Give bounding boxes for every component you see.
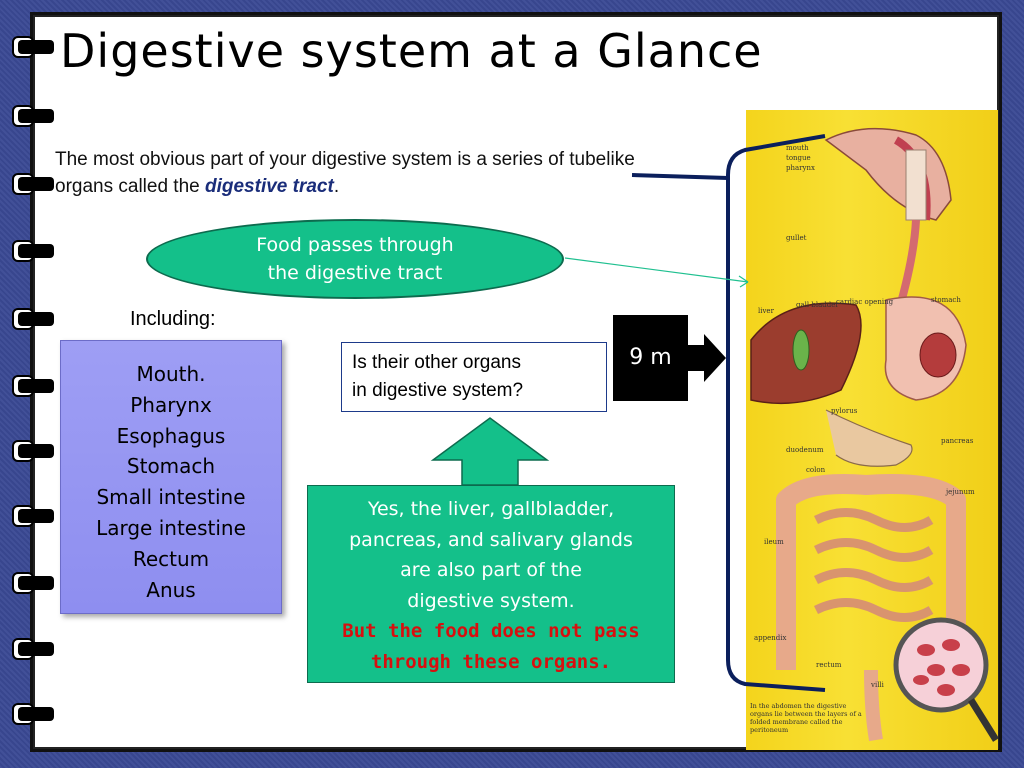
anatomy-labels: mouth tongue pharynx gullet liver gall b… xyxy=(754,144,975,689)
question-line-1: Is their other organs xyxy=(352,352,521,373)
binder-ring xyxy=(12,240,54,262)
including-label: Including: xyxy=(130,308,216,330)
anatomy-label: jejunum xyxy=(945,488,975,496)
villi xyxy=(913,639,970,696)
anatomy-label: stomach xyxy=(931,296,961,304)
binder-ring xyxy=(12,105,54,127)
intro-emphasis: digestive tract xyxy=(205,176,334,197)
magnifier-handle xyxy=(968,698,998,742)
question-line-2: in digestive system? xyxy=(352,380,524,401)
answer-warning-line-2: through these organs. xyxy=(370,650,612,673)
stomach-lining xyxy=(919,332,957,378)
anatomy-label: rectum xyxy=(816,661,842,669)
slide-title: Digestive system at a Glance xyxy=(60,24,763,78)
rectum xyxy=(864,669,883,742)
intro-text: The most obvious part of your digestive … xyxy=(55,146,655,200)
large-intestine xyxy=(776,474,966,670)
anatomy-label: liver xyxy=(758,307,775,315)
anatomy-caption: In the abdomen the digestive organs lie … xyxy=(750,702,862,734)
binder-ring xyxy=(12,505,54,527)
digestive-anatomy-illustration: mouth tongue pharynx gullet liver gall b… xyxy=(746,110,998,750)
anatomy-label: duodenum xyxy=(786,446,824,454)
oval-line-2: the digestive tract xyxy=(267,262,443,284)
length-badge: 9 m xyxy=(613,315,688,401)
answer-up-arrow xyxy=(430,417,550,486)
gallbladder xyxy=(792,329,810,371)
anatomy-label: pylorus xyxy=(831,407,858,415)
binder-ring xyxy=(12,572,54,594)
organ-item: Small intestine xyxy=(96,485,246,510)
anatomy-label: pharynx xyxy=(786,164,815,172)
length-arrow xyxy=(688,334,726,382)
answer-warning-line-1: But the food does not pass xyxy=(342,620,640,643)
anatomy-label: tongue xyxy=(786,154,811,162)
anatomy-caption-wrap: In the abdomen the digestive organs lie … xyxy=(750,702,862,734)
organ-item: Large intestine xyxy=(96,515,246,540)
answer-box: Yes, the liver, gallbladder, pancreas, a… xyxy=(307,485,675,683)
oval-line-1: Food passes through xyxy=(256,234,454,256)
small-intestine xyxy=(813,508,934,622)
anatomy-label: villi xyxy=(870,681,885,689)
anatomy-drawing: mouth tongue pharynx gullet liver gall b… xyxy=(750,127,998,742)
organ-item: Rectum xyxy=(132,546,210,571)
binder-ring xyxy=(12,638,54,660)
binder-ring xyxy=(12,308,54,330)
organ-item: Pharynx xyxy=(130,392,212,417)
anatomy-label: gall bladder xyxy=(796,301,839,309)
answer-line-3: are also part of the xyxy=(400,559,582,582)
pancreas xyxy=(825,409,913,467)
anatomy-label: appendix xyxy=(754,634,787,642)
binder-ring xyxy=(12,440,54,462)
oval-arrow-head xyxy=(738,275,749,288)
organ-item: Esophagus xyxy=(116,423,226,448)
anatomy-label: mouth xyxy=(786,144,809,152)
organ-item: Mouth. xyxy=(136,362,206,386)
intro-text-part1: The most obvious part of your digestive … xyxy=(55,149,635,197)
organ-item: Stomach xyxy=(126,454,216,479)
answer-line-1: Yes, the liver, gallbladder, xyxy=(367,498,615,520)
food-passes-oval: Food passes through the digestive tract xyxy=(146,219,564,299)
bracket-pointer xyxy=(631,173,729,180)
binder-ring xyxy=(12,36,54,58)
villi-magnifier xyxy=(893,617,989,713)
organ-item: Anus xyxy=(146,577,196,602)
question-box: Is their other organs in digestive syste… xyxy=(341,342,607,412)
intro-text-end: . xyxy=(333,176,340,197)
answer-line-2: pancreas, and salivary glands xyxy=(349,528,633,551)
binder-ring xyxy=(12,703,54,725)
oval-arrow-line xyxy=(564,257,749,283)
anatomy-label: pancreas xyxy=(941,437,974,445)
anatomy-label: gullet xyxy=(786,234,807,242)
anatomy-label: colon xyxy=(806,466,826,474)
organ-list-box: Mouth. Pharynx Esophagus Stomach Small i… xyxy=(60,340,282,614)
anatomy-label: ileum xyxy=(764,538,784,546)
answer-line-4: digestive system. xyxy=(407,589,575,612)
anatomy-label: cardiac opening xyxy=(836,298,894,306)
digestive-tract-bracket xyxy=(726,134,826,692)
binder-ring xyxy=(12,173,54,195)
binder-ring xyxy=(12,375,54,397)
